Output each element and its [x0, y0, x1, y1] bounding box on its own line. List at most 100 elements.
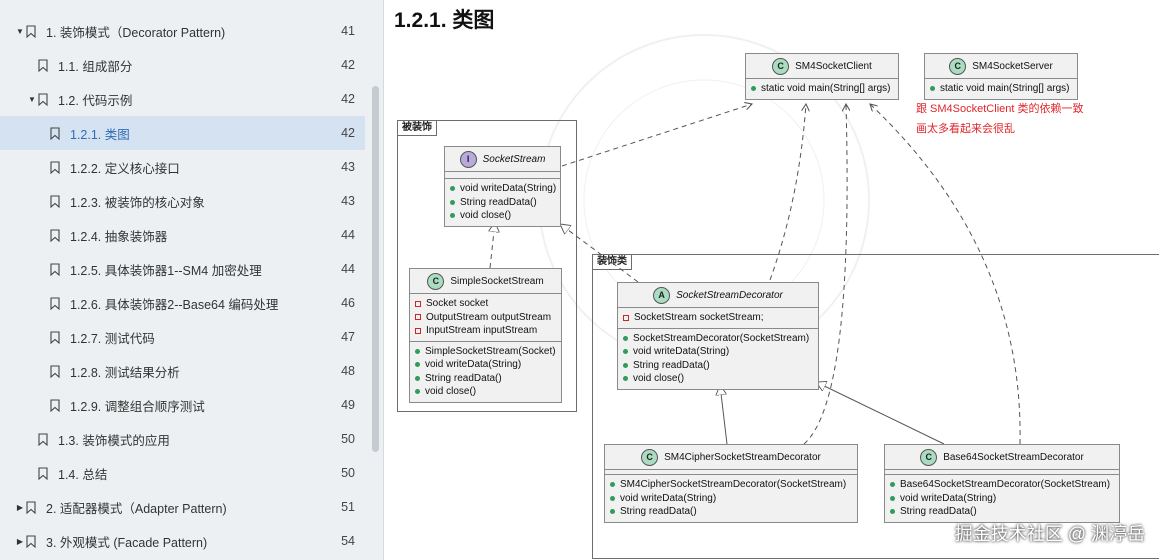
toc-item-label: 1.2.1. 类图 — [70, 127, 130, 142]
bookmark-icon — [38, 466, 48, 480]
bookmark-icon — [26, 500, 36, 514]
class-methods: SM4CipherSocketStreamDecorator(SocketStr… — [605, 475, 857, 522]
toc-item-test-analysis[interactable]: 1.2.8. 测试结果分析 48 — [0, 354, 365, 388]
class-header: C SM4SocketClient — [746, 54, 898, 79]
public-icon — [623, 376, 628, 382]
realization-line — [490, 222, 495, 269]
public-icon — [610, 482, 615, 488]
toc-item-abstract-decorator[interactable]: 1.2.4. 抽象装饰器 44 — [0, 218, 365, 252]
private-icon — [415, 300, 421, 307]
toc-item-label: 1.2.9. 调整组合顺序测试 — [70, 399, 205, 414]
diagram-note: 跟 SM4SocketClient 类的依赖一致 画太多看起来会很乱 — [916, 101, 1083, 138]
toc-item-core-object[interactable]: 1.2.3. 被装饰的核心对象 43 — [0, 184, 365, 218]
class-method: SocketStreamDecorator(SocketStream) — [623, 332, 813, 346]
class-methods: Base64SocketStreamDecorator(SocketStream… — [885, 475, 1119, 522]
document-page: 1.2.1. 类图 被装饰 装饰类 — [384, 0, 1159, 560]
class-method: void close() — [415, 385, 556, 399]
method-text: void writeData(String) — [620, 492, 717, 504]
toc-item-core-interface[interactable]: 1.2.2. 定义核心接口 43 — [0, 150, 365, 184]
toc-item-sm4-decorator[interactable]: 1.2.5. 具体装饰器1--SM4 加密处理 44 — [0, 252, 365, 286]
interface-socket-stream: I SocketStream void writeData(String) St… — [444, 146, 561, 227]
toc-item-components[interactable]: 1.1. 组成部分 42 — [0, 48, 365, 82]
toc-item-base64-decorator[interactable]: 1.2.6. 具体装饰器2--Base64 编码处理 46 — [0, 286, 365, 320]
class-method: void writeData(String) — [415, 358, 556, 372]
sidebar-scrollbar[interactable] — [372, 86, 379, 452]
public-icon — [623, 362, 628, 368]
class-badge-icon: C — [641, 448, 659, 466]
class-sm4-socket-server: C SM4SocketServer static void main(Strin… — [924, 53, 1078, 100]
public-icon — [890, 482, 895, 488]
public-icon — [450, 199, 455, 205]
class-base64-decorator: C Base64SocketStreamDecorator Base64Sock… — [884, 444, 1120, 523]
bookmark-icon — [50, 330, 60, 344]
toc-item-page: 50 — [341, 466, 355, 480]
class-header: A SocketStreamDecorator — [618, 283, 818, 308]
toc-item-page: 42 — [341, 92, 355, 106]
bookmark-icon — [50, 126, 60, 140]
class-header: C SM4SocketServer — [925, 54, 1077, 79]
toc-item-label: 1. 装饰模式（Decorator Pattern) — [46, 25, 226, 40]
bookmark-icon — [50, 262, 60, 276]
method-text: SimpleSocketStream(Socket) — [425, 345, 556, 357]
class-method: void writeData(String) — [610, 492, 852, 506]
class-name: SM4SocketClient — [795, 60, 872, 72]
caret-right-icon[interactable]: ▶ — [16, 502, 24, 512]
method-text: String readData() — [425, 372, 502, 384]
toc-item-label: 1.2.4. 抽象装饰器 — [70, 229, 168, 244]
toc-item-page: 48 — [341, 364, 355, 378]
toc-item-code-example[interactable]: ▼ 1.2. 代码示例 42 — [0, 82, 365, 116]
class-fields: SocketStream socketStream; — [618, 308, 818, 329]
interface-badge-icon: I — [459, 150, 477, 168]
public-icon — [450, 186, 455, 192]
class-name: SocketStream — [482, 153, 546, 165]
toc-item-summary[interactable]: 1.4. 总结 50 — [0, 456, 365, 490]
class-name: SocketStreamDecorator — [676, 289, 783, 301]
bookmark-icon — [50, 398, 60, 412]
class-field: Socket socket — [415, 297, 556, 311]
class-simple-socket-stream: C SimpleSocketStream Socket socket Outpu… — [409, 268, 562, 403]
class-method: void writeData(String) — [890, 492, 1114, 506]
bookmark-icon — [26, 534, 36, 548]
bookmark-icon — [38, 58, 48, 72]
class-sm4-cipher-decorator: C SM4CipherSocketStreamDecorator SM4Ciph… — [604, 444, 858, 523]
method-text: void writeData(String) — [425, 359, 522, 370]
private-icon — [415, 314, 421, 321]
field-text: InputStream inputStream — [426, 325, 538, 336]
class-method: String readData() — [415, 372, 556, 386]
toc-item-label: 1.2.6. 具体装饰器2--Base64 编码处理 — [70, 297, 279, 312]
dependency-line — [769, 104, 806, 281]
bookmark-icon — [50, 228, 60, 242]
site-watermark: 掘金技术社区 @ 渊渟岳 — [954, 524, 1145, 544]
class-field: OutputStream outputStream — [415, 311, 556, 325]
caret-down-icon[interactable]: ▼ — [28, 94, 36, 104]
toc-item-class-diagram[interactable]: 1.2.1. 类图 42 — [0, 116, 365, 150]
toc-item-applications[interactable]: 1.3. 装饰模式的应用 50 — [0, 422, 365, 456]
toc-item-adapter-pattern[interactable]: ▶ 2. 适配器模式（Adapter Pattern) 51 — [0, 490, 365, 524]
page-title: 1.2.1. 类图 — [394, 9, 495, 32]
toc-item-label: 1.2.8. 测试结果分析 — [70, 365, 180, 380]
public-icon — [623, 335, 628, 341]
private-icon — [415, 327, 421, 334]
toc-item-reorder-test[interactable]: 1.2.9. 调整组合顺序测试 49 — [0, 388, 365, 422]
caret-down-icon[interactable]: ▼ — [16, 26, 24, 36]
class-method: static void main(String[] args) — [751, 82, 893, 96]
class-badge-icon: C — [427, 272, 445, 290]
generalization-line — [816, 382, 945, 445]
toc-item-label: 1.2. 代码示例 — [58, 93, 133, 108]
caret-right-icon[interactable]: ▶ — [16, 536, 24, 546]
class-fields — [885, 470, 1119, 475]
toc-item-page: 46 — [341, 296, 355, 310]
toc-item-label: 1.2.5. 具体装饰器1--SM4 加密处理 — [70, 263, 262, 278]
class-field: InputStream inputStream — [415, 324, 556, 338]
toc-item-decorator-pattern[interactable]: ▼ 1. 装饰模式（Decorator Pattern) 41 — [0, 14, 365, 48]
toc-item-page: 50 — [341, 432, 355, 446]
toc-item-facade-pattern[interactable]: ▶ 3. 外观模式 (Facade Pattern) 54 — [0, 524, 365, 558]
toc-item-test-code[interactable]: 1.2.7. 测试代码 47 — [0, 320, 365, 354]
class-method: String readData() — [890, 505, 1114, 519]
toc-item-page: 43 — [341, 194, 355, 208]
field-text: Socket socket — [426, 298, 489, 309]
class-badge-icon: C — [949, 57, 967, 75]
class-header: C SimpleSocketStream — [410, 269, 561, 294]
dependency-line — [870, 104, 1021, 445]
dependency-line — [561, 104, 752, 167]
